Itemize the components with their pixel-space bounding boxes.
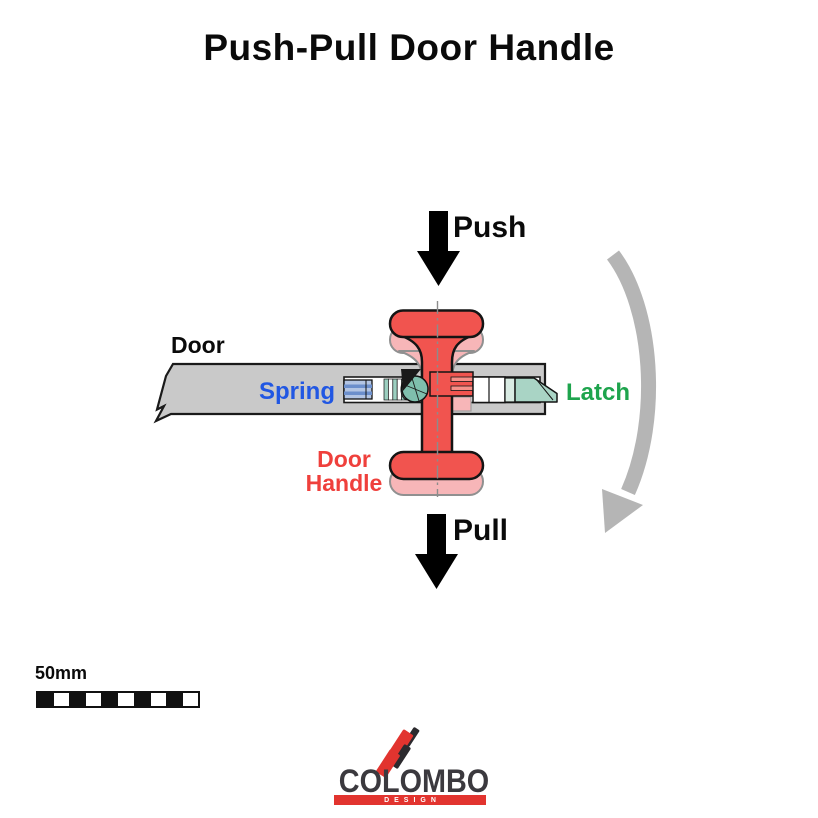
- door-handle-label-line1: Door: [317, 446, 371, 472]
- door-handle-label: Door Handle: [302, 447, 386, 495]
- page-title: Push-Pull Door Handle: [203, 27, 615, 68]
- scale-bar-label: 50mm: [35, 663, 88, 683]
- scale-bar: [36, 691, 200, 708]
- spring-housing: [343, 379, 373, 400]
- latch-mechanism: [343, 369, 558, 404]
- scale-bar-segment: [183, 693, 198, 706]
- scale-bar-segment: [54, 693, 71, 706]
- logo-brand-text: COLOMBO: [338, 763, 490, 799]
- latch-label: Latch: [566, 379, 631, 406]
- scale-bar-segment: [70, 693, 87, 706]
- scale-bar-segment: [38, 693, 55, 706]
- spindle-block: [429, 371, 474, 397]
- door-handle-label-line2: Handle: [305, 470, 383, 496]
- scale-bar-segment: [118, 693, 135, 706]
- logo-tagline: DESIGN: [334, 795, 486, 805]
- pull-label: Pull: [453, 514, 509, 547]
- scale-bar-segment: [166, 693, 183, 706]
- pull-arrow-icon: [415, 514, 458, 589]
- latch-bolt: [514, 377, 558, 403]
- door-handle-graphic: [388, 309, 485, 481]
- door-label: Door: [171, 332, 225, 358]
- scale-bar-segment: [102, 693, 119, 706]
- scale-bar-segment: [134, 693, 151, 706]
- scale-bar-segment: [151, 693, 167, 706]
- scale-bar-segment: [86, 693, 103, 706]
- push-arrow-icon: [417, 211, 460, 286]
- spring-label: Spring: [259, 378, 335, 405]
- rotation-arrow-icon: [602, 250, 657, 533]
- push-label: Push: [453, 211, 527, 244]
